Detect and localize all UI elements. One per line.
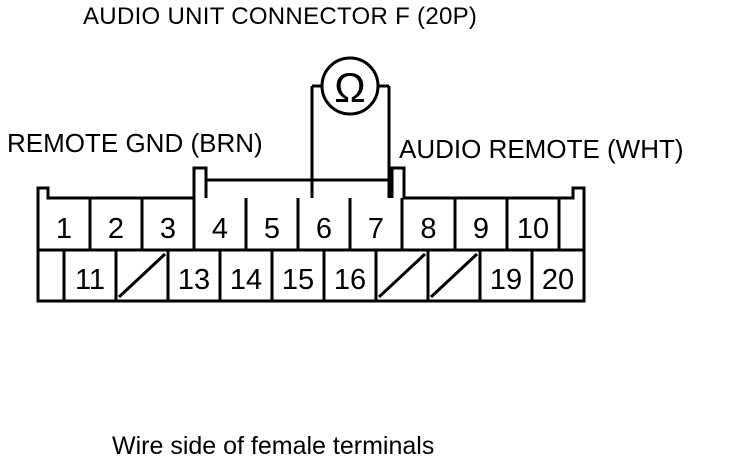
terminal-number: 13	[178, 264, 210, 296]
terminal-number: 9	[473, 213, 489, 245]
terminal-number: 1	[56, 213, 72, 245]
ohm-symbol: Ω	[334, 64, 365, 111]
footer-caption: Wire side of female terminals	[112, 432, 435, 460]
terminal-number: 11	[75, 264, 105, 296]
terminal-number: 15	[282, 264, 314, 296]
audio-remote-label: AUDIO REMOTE (WHT)	[399, 134, 684, 164]
remote-gnd-label: REMOTE GND (BRN)	[7, 128, 263, 158]
terminal-number: 10	[517, 213, 549, 245]
terminal-number: 19	[490, 264, 522, 296]
terminal-number: 16	[334, 264, 366, 296]
terminal-number: 20	[542, 264, 574, 296]
unused-terminal-slash	[117, 252, 167, 299]
terminal-number: 3	[160, 213, 176, 245]
terminal-number: 2	[108, 213, 124, 245]
ohmmeter-icon	[320, 56, 380, 116]
terminal-number: 14	[230, 264, 262, 296]
terminal-number: 6	[316, 213, 332, 245]
terminal-number: 5	[264, 213, 280, 245]
terminal-number: 7	[368, 213, 384, 245]
unused-terminal-slash	[377, 252, 427, 299]
terminal-number: 4	[212, 213, 228, 245]
unused-terminal-slash	[429, 252, 479, 299]
terminal-number: 8	[420, 213, 436, 245]
diagram-title: AUDIO UNIT CONNECTOR F (20P)	[83, 3, 478, 30]
